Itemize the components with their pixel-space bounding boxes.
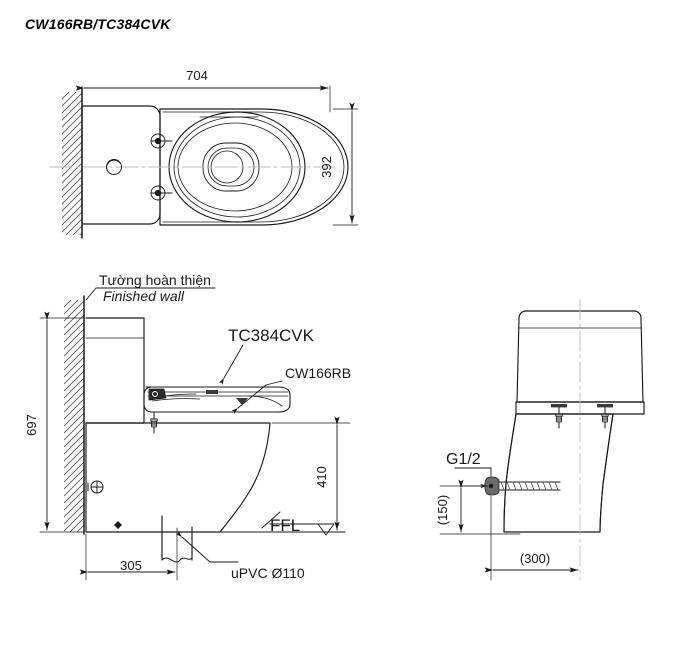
leader-bowl-model [231,380,283,414]
dim-label-697: 697 [24,414,39,436]
leader-upvc [175,531,239,563]
tank-outline-front [516,310,644,403]
bowl-outline-front [503,413,614,533]
dim-label-150: (150) [435,495,450,525]
seat-hinge-top-2 [150,185,173,201]
label-g12-thread: G1/2 [446,451,481,468]
bowl-outline-top [159,108,349,226]
label-finished-wall-vn: Tường hoàn thiện [99,272,211,288]
wall-fixing-side [87,480,104,494]
leader-seat-model [218,344,244,385]
wall-hatch-side [64,300,84,532]
dim-label-410: 410 [314,466,329,488]
seat-assembly-side [143,386,291,434]
label-seat-model: TC384CVK [228,326,315,345]
bowl-outline-side [85,422,271,533]
ffl-level-symbol [317,523,335,536]
dim-label-305: 305 [120,558,142,573]
leader-ffl [261,511,281,529]
label-ffl: FFL [270,516,300,535]
top-view-group [49,85,359,239]
label-bowl-model: CW166RB [285,365,351,381]
dim-label-300: (300) [520,551,550,566]
dim-label-704: 704 [186,68,208,83]
mounting-bolt-right [597,404,613,429]
label-finished-wall-en: Finished wall [103,288,185,304]
seat-hinge-top-1 [150,133,173,149]
dim-label-392: 392 [319,156,334,178]
water-supply-connection [459,476,561,496]
upvc-pipe [161,515,193,563]
leader-g12 [454,467,492,477]
bowl-shoulder-front [515,401,645,415]
wall-hatch-top [62,92,82,235]
label-upvc-pipe: uPVC Ø110 [231,565,305,581]
side-view-group [39,287,351,581]
page-title: CW166RB/TC384CVK [25,16,171,32]
mounting-bolt-left [551,404,567,429]
front-view-group [439,299,645,581]
tank-outline-side [85,317,145,424]
floor-marker [114,521,122,529]
